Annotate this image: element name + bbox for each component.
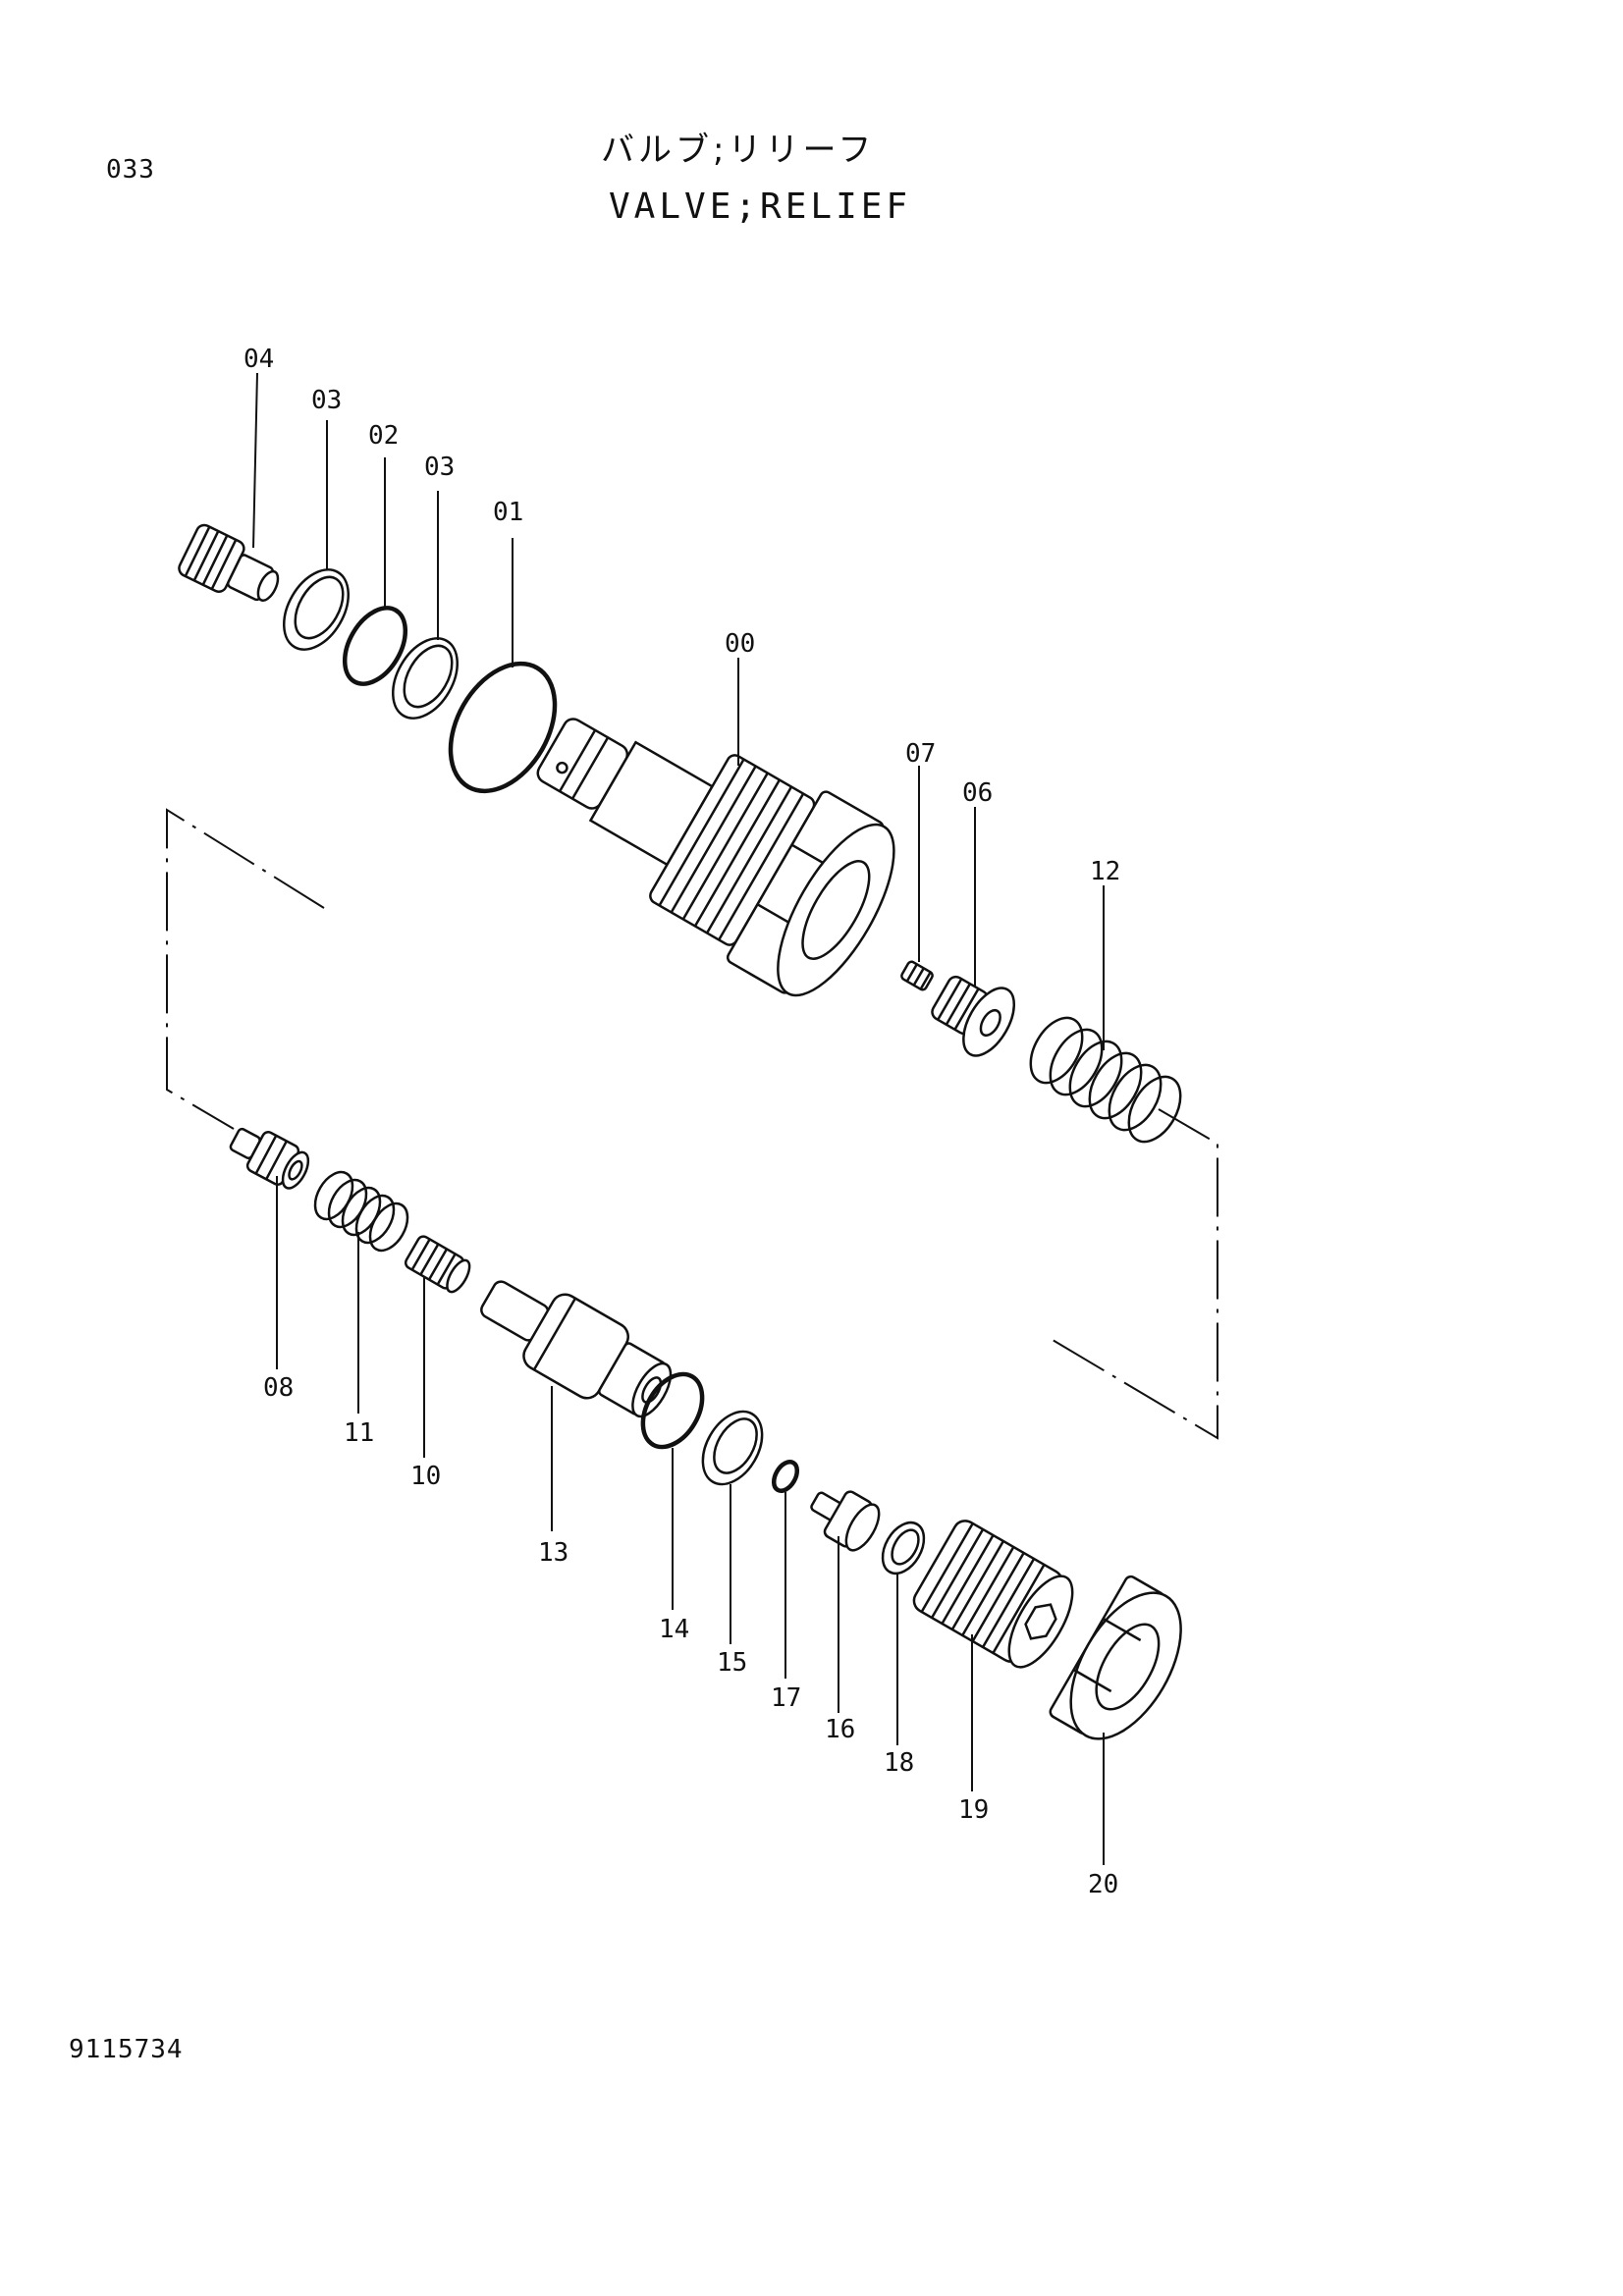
part-02-o-ring: [342, 606, 408, 686]
part-20-lock-nut: [1049, 1575, 1182, 1740]
callout-01: 01: [493, 498, 523, 527]
callout-10: 10: [410, 1462, 441, 1491]
callout-07: 07: [905, 739, 936, 769]
part-01-o-ring: [448, 661, 558, 794]
part-04-plug: [178, 523, 280, 602]
part-14-o-ring: [640, 1371, 705, 1450]
callout-20: 20: [1088, 1870, 1118, 1899]
assembly-frame-lines: [166, 808, 1218, 1440]
callout-11: 11: [344, 1418, 374, 1448]
part-19-adjusting-screw: [912, 1520, 1074, 1669]
callout-17: 17: [771, 1683, 801, 1713]
part-07-set-screw: [900, 960, 934, 991]
callout-16: 16: [825, 1715, 855, 1744]
part-16-plug: [810, 1490, 881, 1552]
callout-08: 08: [263, 1373, 294, 1403]
callout-14: 14: [659, 1615, 689, 1644]
part-03-backup-ring-upper: [283, 568, 350, 651]
part-17-o-ring: [771, 1460, 800, 1493]
callout-06: 06: [962, 778, 993, 808]
part-13-sleeve: [480, 1280, 673, 1418]
part-08-poppet: [229, 1127, 310, 1190]
part-10-piston: [404, 1235, 471, 1294]
callout-02: 02: [368, 421, 399, 451]
title-english: VALVE;RELIEF: [609, 187, 912, 227]
leader-lines: [252, 372, 1105, 1865]
callout-04: 04: [243, 345, 274, 374]
callout-15: 15: [717, 1648, 747, 1678]
callout-03-lower: 03: [424, 453, 455, 482]
part-12-spring: [1029, 1016, 1182, 1144]
callout-19: 19: [958, 1795, 989, 1825]
callout-18: 18: [884, 1748, 914, 1778]
callout-00: 00: [725, 629, 755, 659]
part-11-spring: [313, 1170, 409, 1253]
part-18-washer: [881, 1521, 926, 1575]
callout-12: 12: [1090, 857, 1120, 886]
title-japanese: バルブ;リリーフ: [601, 131, 876, 170]
part-03-backup-ring-lower: [392, 637, 459, 720]
part-00-valve-body: [536, 718, 895, 997]
callout-03-upper: 03: [311, 386, 342, 415]
callout-labels: 04 03 02 03 01 00 07 06 12 08 11 10 13 1…: [243, 345, 1120, 1899]
drawing-number: 9115734: [69, 2035, 184, 2064]
part-15-backup-ring: [701, 1410, 764, 1486]
part-06-plug: [931, 975, 1016, 1057]
callout-13: 13: [538, 1538, 568, 1568]
page-number: 033: [106, 155, 155, 185]
